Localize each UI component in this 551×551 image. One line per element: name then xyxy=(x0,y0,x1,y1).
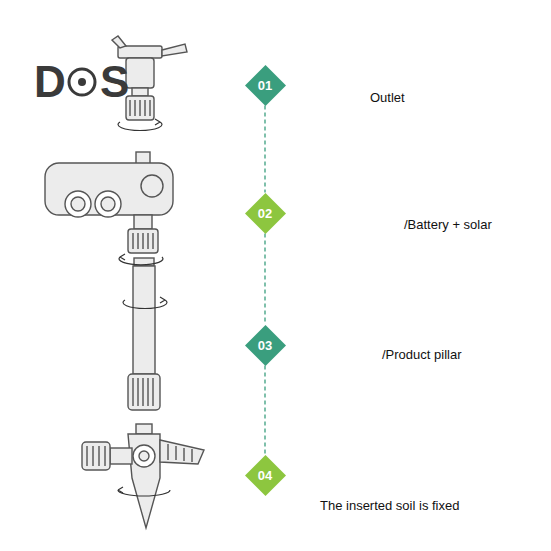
step-number: 04 xyxy=(245,455,286,496)
step-label: /Product pillar xyxy=(382,347,461,362)
step-diamond: 02 xyxy=(245,193,286,234)
dashed-connector xyxy=(264,234,265,325)
logo-letter: D xyxy=(34,60,66,104)
step-number: 01 xyxy=(245,65,286,106)
step-number: 03 xyxy=(245,325,286,366)
step-label: Outlet xyxy=(370,90,405,105)
dashed-connector xyxy=(264,106,265,193)
step-diamond: 03 xyxy=(245,325,286,366)
step-diamond: 01 xyxy=(245,65,286,106)
dashed-connector xyxy=(264,366,265,455)
step-label: /Battery + solar xyxy=(404,217,492,232)
step-label: The inserted soil is fixed xyxy=(320,498,459,513)
step-number: 02 xyxy=(245,193,286,234)
logo-letter: S xyxy=(100,60,129,104)
step-diamond: 04 xyxy=(245,455,286,496)
